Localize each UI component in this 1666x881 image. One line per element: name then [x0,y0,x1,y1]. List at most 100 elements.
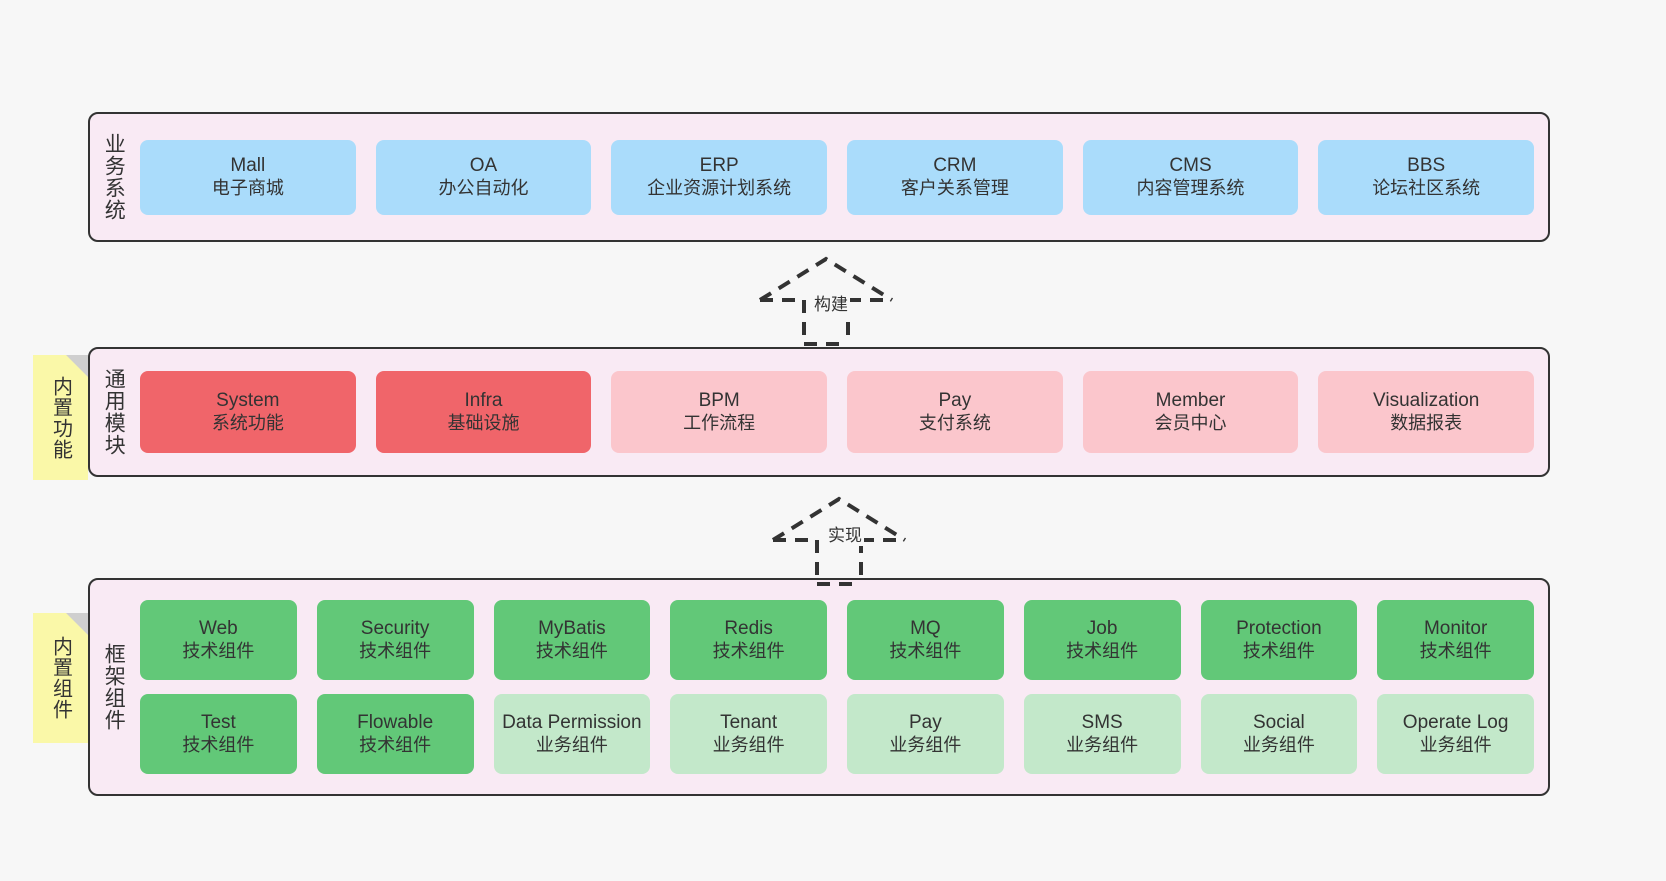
node-title: Visualization [1373,390,1480,412]
node-title: OA [469,155,498,177]
node-title: Mall [230,155,266,177]
node-subtitle: 技术组件 [182,640,255,661]
node-title: ERP [699,155,739,177]
arrow-implement [768,488,928,588]
node-subtitle: 数据报表 [1390,412,1463,433]
node-subtitle: 技术组件 [182,734,255,755]
arrow-build [755,248,915,348]
node-title: Monitor [1423,618,1488,640]
node-subtitle: 论坛社区系统 [1372,177,1481,198]
node-title: Test [200,712,236,734]
node-subtitle: 业务组件 [1066,734,1139,755]
node-title: Social [1253,712,1305,734]
node-title: MyBatis [538,618,606,640]
node-subtitle: 工作流程 [683,412,756,433]
node-subtitle: 业务组件 [889,734,962,755]
node-subtitle: 技术组件 [359,640,432,661]
node-subtitle: 业务组件 [535,734,608,755]
node-title: Operate Log [1402,712,1509,734]
node-title: MQ [910,618,941,640]
node-title: CMS [1169,155,1212,177]
node-subtitle: 技术组件 [1066,640,1139,661]
sticky-note-framework: 内置组件 [33,613,88,743]
node-subtitle: 技术组件 [889,640,962,661]
node-title: Pay [909,712,942,734]
node-title: CRM [933,155,977,177]
node-subtitle: 基础设施 [447,412,520,433]
arrow-head [758,256,894,302]
node-title: Tenant [720,712,778,734]
arrow-head [771,496,907,542]
node-subtitle: 电子商城 [211,177,284,198]
layer-title-business: 业务系统 [102,133,126,221]
node-subtitle: 企业资源计划系统 [647,177,792,198]
layer-title-modules: 通用模块 [102,368,126,456]
node-title: Pay [938,390,972,412]
node-title: Security [360,618,430,640]
node-subtitle: 办公自动化 [438,177,529,198]
node-title: Infra [464,390,503,412]
node-title: Member [1155,390,1226,412]
node-title: System [216,390,280,412]
node-subtitle: 技术组件 [712,640,785,661]
node-title: SMS [1081,712,1123,734]
node-title: BPM [698,390,740,412]
node-subtitle: 内容管理系统 [1136,177,1245,198]
node-subtitle: 技术组件 [1419,640,1492,661]
node-subtitle: 业务组件 [1242,734,1315,755]
node-subtitle: 技术组件 [359,734,432,755]
node-subtitle: 业务组件 [1419,734,1492,755]
node-subtitle: 会员中心 [1154,412,1227,433]
node-title: BBS [1407,155,1446,177]
node-subtitle: 系统功能 [211,412,284,433]
node-title: Redis [724,618,773,640]
node-title: Protection [1236,618,1322,640]
arrow-label-build: 构建 [812,290,850,315]
node-subtitle: 业务组件 [712,734,785,755]
node-subtitle: 客户关系管理 [900,177,1009,198]
layer-title-framework: 框架组件 [102,643,126,731]
node-subtitle: 支付系统 [918,412,991,433]
node-subtitle: 技术组件 [535,640,608,661]
node-title: Flowable [357,712,434,734]
